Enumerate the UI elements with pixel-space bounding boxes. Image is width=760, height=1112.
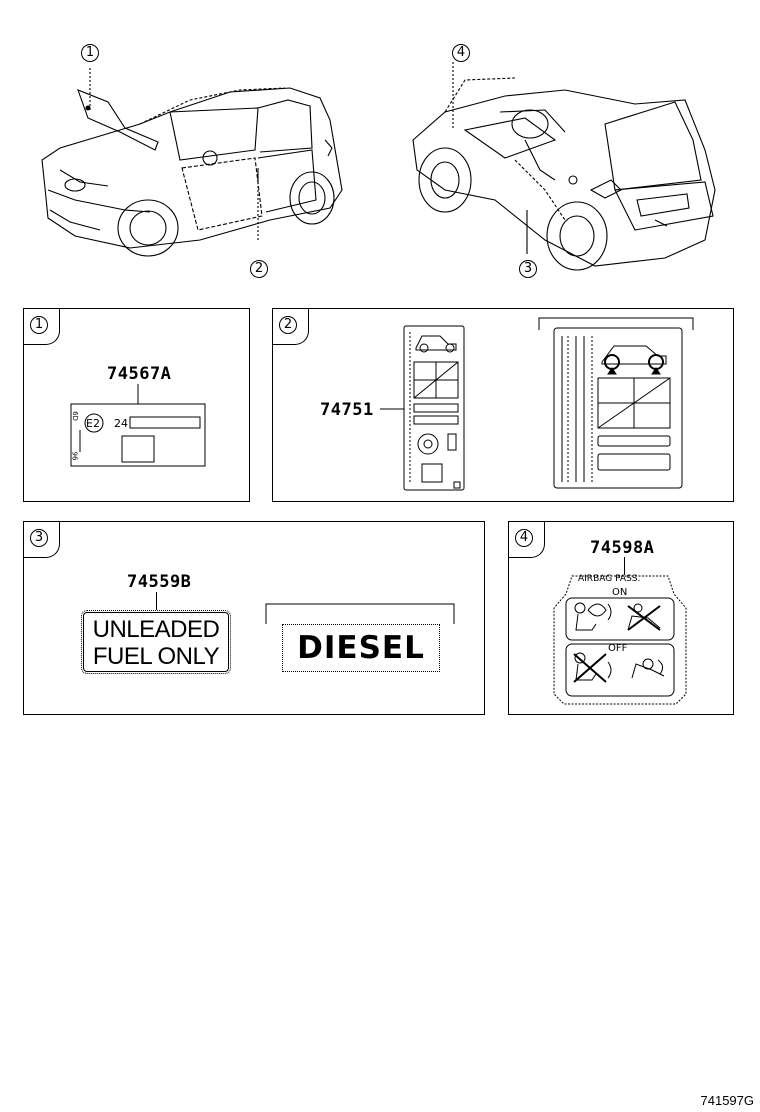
callout-2: 2	[250, 260, 268, 278]
car-illustration-front	[41, 68, 343, 257]
label-homologation	[70, 384, 206, 467]
label-code: 24	[114, 417, 128, 430]
panel-1-number: 1	[30, 316, 48, 334]
diagram-code: 741597G	[700, 1093, 755, 1108]
airbag-on: ON	[612, 587, 628, 598]
label-side-text-bottom: 96	[70, 451, 79, 461]
leader-74559B	[156, 592, 157, 610]
label-side-text-top: 6D	[70, 411, 79, 421]
panel-3	[23, 521, 485, 715]
panel-4	[508, 521, 734, 715]
unleaded-line-1: UNLEADED	[92, 616, 220, 643]
airbag-title: AIRBAG PASS.	[578, 574, 641, 584]
tire-pressure-label-variant	[538, 317, 694, 489]
leader-74598A	[624, 557, 625, 575]
panel-3-number: 3	[30, 529, 48, 547]
part-number-74751: 74751	[320, 400, 374, 420]
panel-2-number: 2	[279, 316, 297, 334]
part-number-74567A: 74567A	[107, 364, 172, 384]
airbag-label-outline	[553, 575, 687, 705]
diesel-text: DIESEL	[297, 630, 425, 666]
diesel-bracket	[265, 603, 455, 624]
airbag-off: OFF	[608, 643, 628, 654]
label-e-mark: E2	[86, 417, 100, 430]
diesel-label: DIESEL	[282, 624, 440, 672]
tire-pressure-label	[380, 325, 465, 491]
unleaded-fuel-label: UNLEADED FUEL ONLY	[81, 610, 231, 674]
callout-1: 1	[81, 44, 99, 62]
panel-4-number: 4	[515, 529, 533, 547]
callout-3: 3	[519, 260, 537, 278]
callout-4: 4	[452, 44, 470, 62]
part-number-74598A: 74598A	[590, 538, 655, 558]
unleaded-line-2: FUEL ONLY	[92, 643, 220, 670]
panel-1	[23, 308, 250, 502]
part-number-74559B: 74559B	[127, 572, 192, 592]
car-illustration-rear-interior	[412, 62, 716, 271]
